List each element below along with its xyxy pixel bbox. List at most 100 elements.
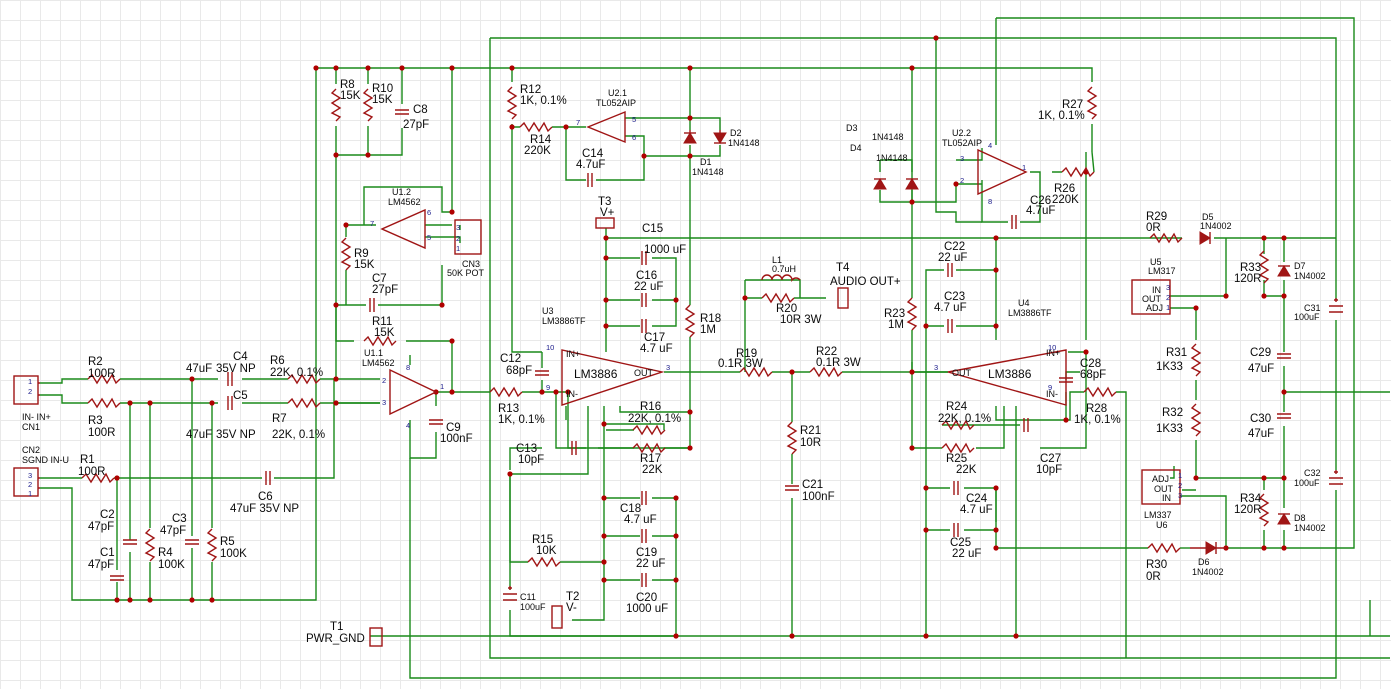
label-refs-l1: L1 <box>772 255 782 265</box>
label-refs-r24: R24 <box>946 401 968 413</box>
label-values-r5: 100K <box>220 548 247 560</box>
label-refs-r28: R28 <box>1086 403 1107 415</box>
connector-cn1 <box>13 375 39 405</box>
label-values-r6: 22K, 0.1% <box>270 367 323 379</box>
label-refs-c27: C27 <box>1040 453 1061 465</box>
label-values-r8: 15K <box>340 90 361 102</box>
connector-cn2 <box>13 467 39 497</box>
label-values-t1: PWR_GND <box>306 633 365 645</box>
label-refs-c8: C8 <box>413 104 428 116</box>
pin-number: 7 <box>370 219 374 228</box>
label-refs-r13: R13 <box>498 403 519 415</box>
capacitor-c11 <box>503 593 517 601</box>
label-values-t3: V+ <box>600 207 615 219</box>
label-refs-r29: R29 <box>1146 211 1167 223</box>
resistor-r18 <box>685 304 695 338</box>
label-refs-c3: C3 <box>172 513 187 525</box>
label-refs-r17: R17 <box>640 453 661 465</box>
label-refs-u2_1: U2.1 <box>608 88 627 98</box>
label-values-c4_a: 47uF <box>186 363 212 375</box>
pin-number: 2 <box>28 387 32 396</box>
label-values-cn1: IN- IN+ <box>22 412 51 422</box>
label-values-t2: V- <box>566 602 577 614</box>
label-refs-r2: R2 <box>88 356 103 368</box>
diode-d3 <box>873 178 887 190</box>
label-refs-r7: R7 <box>272 413 287 425</box>
label-refs-r11: R11 <box>372 316 392 328</box>
pin-number: 6 <box>632 133 636 142</box>
label-values-c14: 4.7uF <box>576 159 605 171</box>
label-values-c3: 47pF <box>160 525 186 537</box>
label-values-r14: 220K <box>524 145 551 157</box>
label-chip-reg_out: OUT <box>1142 294 1162 304</box>
resistor-r28 <box>1083 387 1117 397</box>
label-refs-r34: R34 <box>1240 493 1262 505</box>
label-chip-amp_out: OUT <box>634 368 654 378</box>
label-values-r29: 0R <box>1146 222 1161 234</box>
resistor-r27 <box>1087 86 1097 120</box>
terminal-t3 <box>595 217 615 229</box>
capacitor-c1 <box>110 575 124 581</box>
label-values-c23: 4.7 uF <box>934 302 967 314</box>
label-refs-c21: C21 <box>802 479 823 491</box>
diode-d2 <box>713 132 727 144</box>
label-chip-reg_in: IN <box>1152 285 1161 295</box>
capacitor-c14 <box>587 173 593 187</box>
label-refs-u1_1: U1.1 <box>364 348 383 358</box>
label-chip-reg_in: IN <box>1162 493 1171 503</box>
label-refs-u6: U6 <box>1156 520 1168 530</box>
capacitor-c32 <box>1329 477 1343 485</box>
pin-number: 2 <box>1166 293 1170 302</box>
op-amps <box>380 110 1067 416</box>
label-values-c18: 4.7 uF <box>624 514 657 526</box>
capacitor-c31 <box>1329 305 1343 313</box>
label-values-d1: 1N4148 <box>692 167 724 177</box>
label-values-r22: 0.1R 3W <box>816 357 861 369</box>
label-values-c7: 27pF <box>372 284 398 296</box>
capacitor-c18 <box>641 491 647 505</box>
label-refs-c11: C11 <box>520 592 536 602</box>
label-refs-c18: C18 <box>620 503 641 515</box>
label-values-c2: 47pF <box>88 521 114 533</box>
label-values-r19: 0.1R 3W <box>718 358 763 370</box>
label-refs-d7: D7 <box>1294 261 1306 271</box>
pin-number: 2 <box>456 234 460 243</box>
resistor-r22 <box>809 367 843 377</box>
capacitor-c13 <box>571 441 577 455</box>
capacitor-c27 <box>1023 418 1029 432</box>
capacitors <box>110 109 1343 601</box>
label-values-c5_a: 47uF <box>186 429 212 441</box>
pin-number: 1 <box>1178 471 1182 480</box>
label-refs-r3: R3 <box>88 415 103 427</box>
label-values-r31: 1K33 <box>1156 361 1183 373</box>
capacitor-c25 <box>953 523 959 537</box>
pin-number: 6 <box>427 208 431 217</box>
label-values-r1: 100R <box>78 466 106 478</box>
label-values-r4: 100K <box>158 559 185 571</box>
pin-number: 9 <box>1048 383 1052 392</box>
label-refs-cn3: CN3 <box>462 259 480 269</box>
pin-number: 2 <box>382 376 386 385</box>
label-refs-d4: D4 <box>850 143 862 153</box>
pin-number: 4 <box>988 141 992 150</box>
label-values-r16: 22K, 0.1% <box>628 413 681 425</box>
label-values-r9: 15K <box>354 259 375 271</box>
label-refs-c26: C26 <box>1030 195 1051 207</box>
diode-d7 <box>1277 265 1291 277</box>
connectors <box>13 217 1181 647</box>
label-values-c16: 22 uF <box>634 281 663 293</box>
label-values-u2_2: TL052AIP <box>942 138 982 148</box>
diodes <box>683 130 1291 555</box>
label-refs-c22: C22 <box>944 241 965 253</box>
label-values-t4: AUDIO OUT+ <box>830 276 901 288</box>
wires <box>40 17 1390 679</box>
label-chip-amp: LM3886 <box>988 367 1032 381</box>
label-values-u4: LM3886TF <box>1008 308 1052 318</box>
resistor-r4 <box>145 528 155 562</box>
label-refs-c24: C24 <box>966 493 988 505</box>
label-refs-c17: C17 <box>644 332 665 344</box>
label-refs-d2: D2 <box>730 128 742 138</box>
label-values-d6: 1N4002 <box>1192 567 1224 577</box>
label-refs-cn2: CN2 <box>22 445 40 455</box>
